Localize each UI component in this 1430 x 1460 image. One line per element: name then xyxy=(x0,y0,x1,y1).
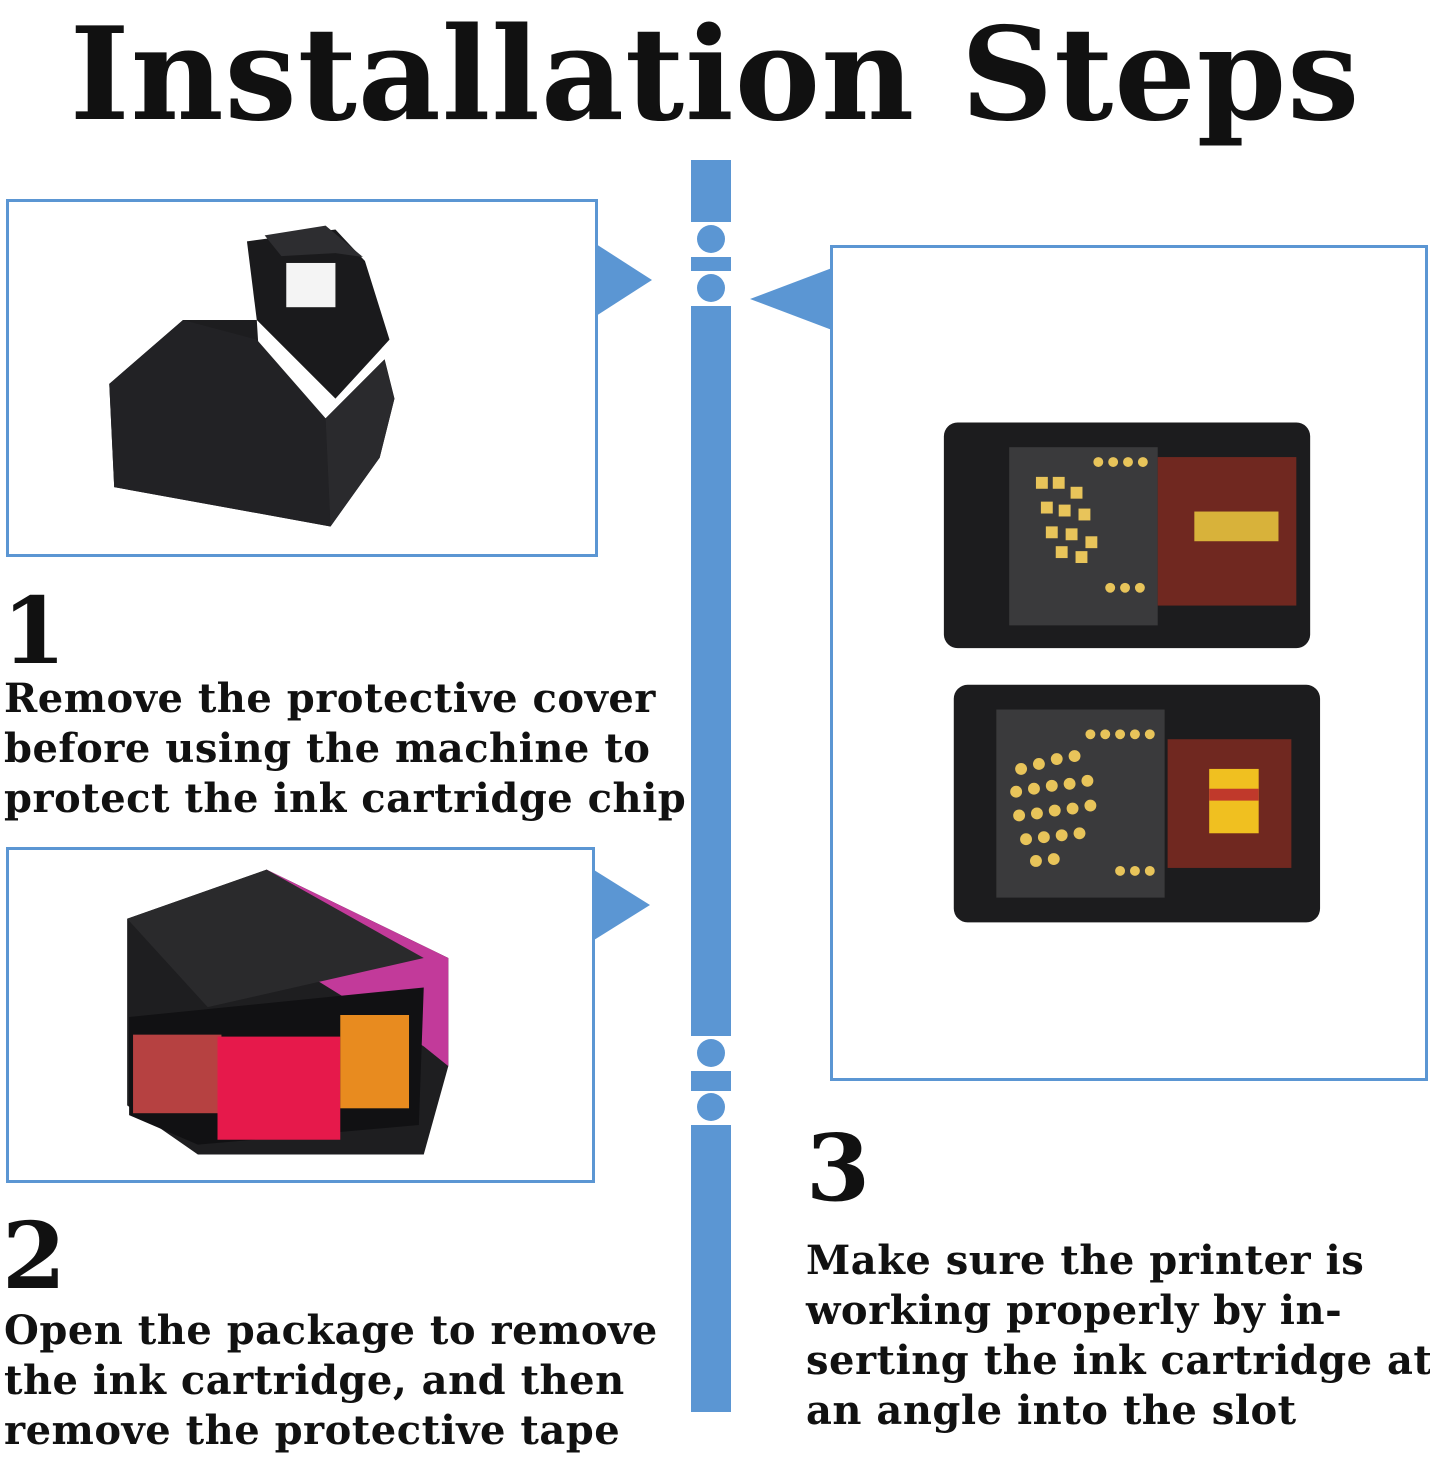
page-title: Installation Steps xyxy=(69,0,1361,150)
ink-cartridge-tape-image xyxy=(127,869,449,1155)
step-1-image-frame xyxy=(6,199,598,557)
arrow-left-icon xyxy=(750,268,832,330)
step-3-number: 3 xyxy=(806,1114,871,1222)
step-3-description: Make sure the printer is working properl… xyxy=(806,1237,1430,1434)
step-3-image-frame xyxy=(830,245,1428,1081)
step-2-image-frame xyxy=(6,847,595,1183)
timeline-connector xyxy=(690,160,732,1412)
two-cartridges-image xyxy=(943,422,1321,923)
step-1-description: Remove the protective cover before using… xyxy=(4,675,687,822)
arrow-right-icon xyxy=(596,244,652,316)
protective-cover-image xyxy=(109,225,395,527)
step-1-number: 1 xyxy=(2,577,67,685)
step-2-description: Open the package to remove the ink cartr… xyxy=(4,1307,658,1454)
arrow-right-icon xyxy=(594,870,650,940)
step-2-number: 2 xyxy=(2,1202,67,1310)
